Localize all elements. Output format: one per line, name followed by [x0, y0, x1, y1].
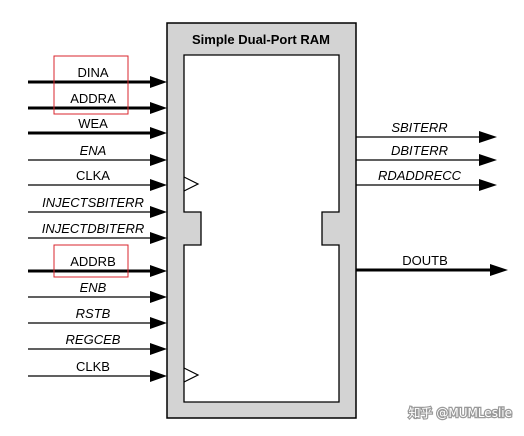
input-pin-wea: WEA — [28, 116, 167, 139]
input-label-ena: ENA — [80, 143, 107, 158]
input-label-clkb: CLKB — [76, 359, 110, 374]
output-arrow-dbiterr — [479, 154, 497, 166]
highlight-box-2 — [53, 244, 129, 278]
input-arrow-addra — [150, 102, 167, 114]
input-label-regceb: REGCEB — [66, 332, 121, 347]
input-pin-ena: ENA — [28, 143, 167, 166]
output-arrow-doutb — [490, 264, 508, 276]
output-arrow-sbiterr — [479, 131, 497, 143]
input-arrow-rstb — [150, 317, 167, 329]
input-label-injectsbiterr: INJECTSBITERR — [42, 195, 144, 210]
input-arrow-wea — [150, 127, 167, 139]
input-arrow-enb — [150, 291, 167, 303]
input-arrow-clka — [150, 179, 167, 191]
output-pin-rdaddrecc: RDADDRECC — [356, 168, 497, 191]
input-pin-injectdbiterr: INJECTDBITERR — [28, 221, 167, 244]
input-pin-clkb: CLKB — [28, 359, 167, 382]
input-arrow-addrb — [150, 265, 167, 277]
input-pin-enb: ENB — [28, 280, 167, 303]
input-pin-regceb: REGCEB — [28, 332, 167, 355]
input-pin-addra: ADDRA — [28, 91, 167, 114]
input-arrow-injectsbiterr — [150, 206, 167, 218]
input-label-dina: DINA — [77, 65, 108, 80]
input-arrow-regceb — [150, 343, 167, 355]
input-arrow-ena — [150, 154, 167, 166]
input-label-wea: WEA — [78, 116, 108, 131]
block-title: Simple Dual-Port RAM — [192, 32, 330, 47]
clka-clock-triangle — [183, 176, 200, 192]
output-label-sbiterr: SBITERR — [391, 120, 447, 135]
input-arrow-clkb — [150, 370, 167, 382]
output-arrow-rdaddrecc — [479, 179, 497, 191]
highlight-box-1 — [53, 55, 129, 115]
input-pin-dina: DINA — [28, 65, 167, 88]
input-label-addrb: ADDRB — [70, 254, 116, 269]
output-pin-dbiterr: DBITERR — [356, 143, 497, 166]
input-pin-injectsbiterr: INJECTSBITERR — [28, 195, 167, 218]
input-pin-clka: CLKA — [28, 168, 167, 191]
input-label-enb: ENB — [80, 280, 107, 295]
clkb-clock-triangle — [183, 367, 200, 383]
output-label-doutb: DOUTB — [402, 253, 448, 268]
output-label-dbiterr: DBITERR — [391, 143, 448, 158]
output-label-rdaddrecc: RDADDRECC — [378, 168, 462, 183]
input-label-addra: ADDRA — [70, 91, 116, 106]
input-pin-addrb: ADDRB — [28, 254, 167, 277]
output-pin-sbiterr: SBITERR — [356, 120, 497, 143]
input-arrow-injectdbiterr — [150, 232, 167, 244]
input-label-injectdbiterr: INJECTDBITERR — [42, 221, 145, 236]
input-label-rstb: RSTB — [76, 306, 111, 321]
output-pin-doutb: DOUTB — [356, 253, 508, 276]
ram-block-core — [183, 54, 340, 403]
watermark-text: 知乎 @MUMLeslie — [409, 406, 512, 420]
input-arrow-dina — [150, 76, 167, 88]
input-pin-rstb: RSTB — [28, 306, 167, 329]
input-label-clka: CLKA — [76, 168, 110, 183]
